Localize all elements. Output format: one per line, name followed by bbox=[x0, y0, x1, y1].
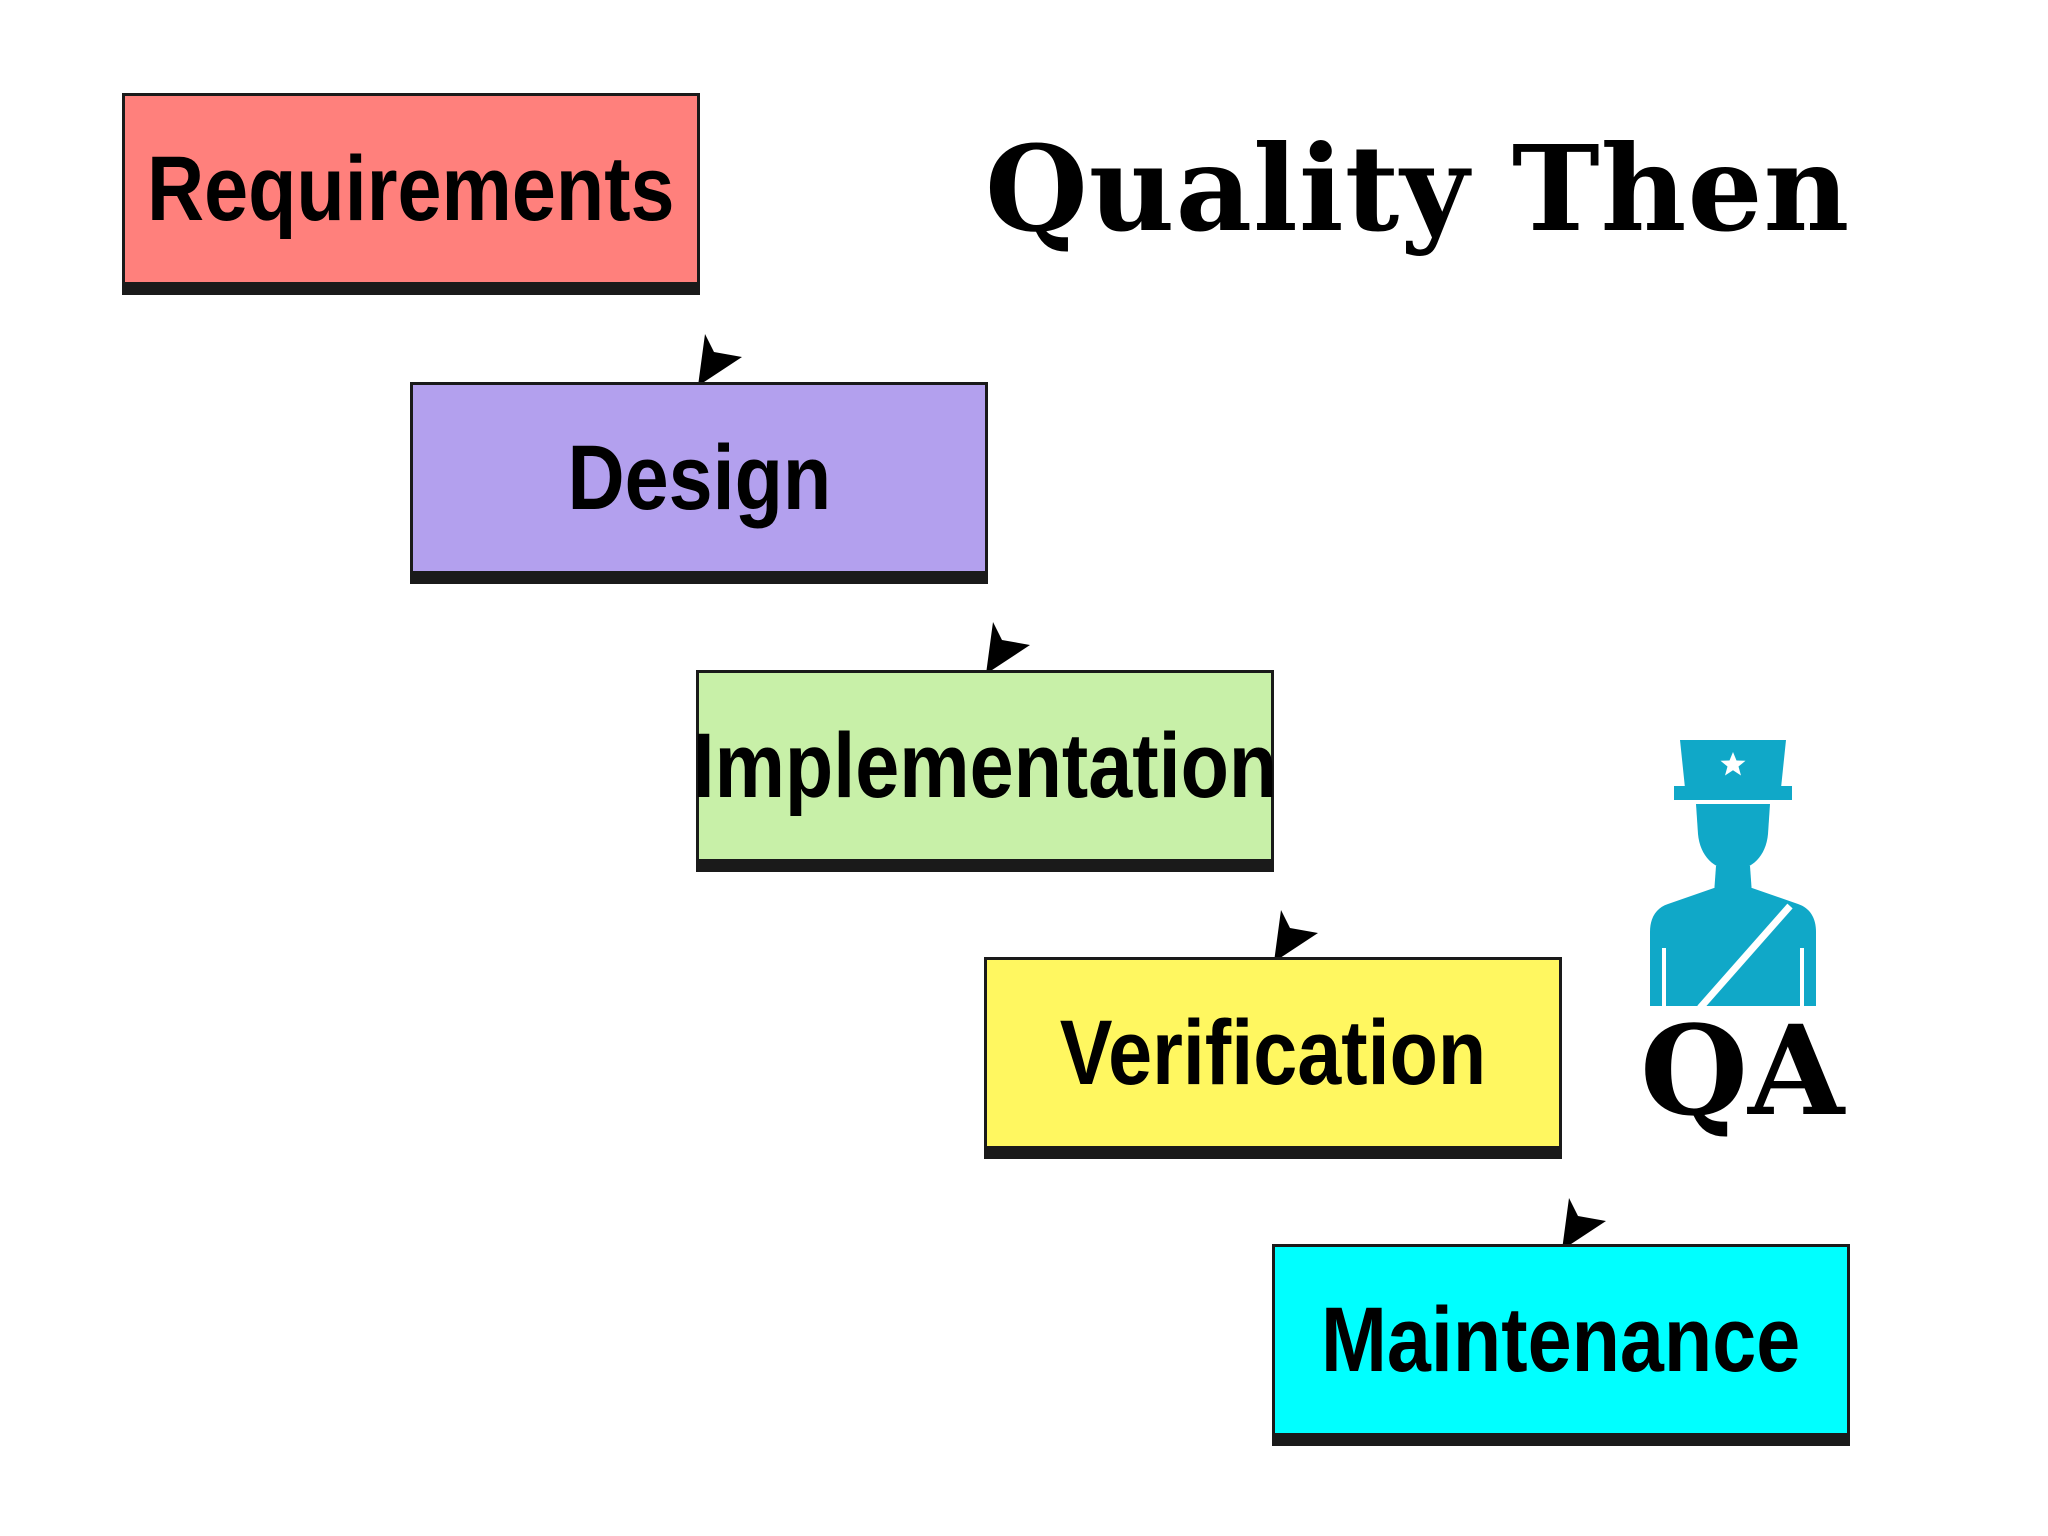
stage-label-verification: Verification bbox=[1059, 1002, 1487, 1104]
stage-verification: Verification bbox=[984, 957, 1562, 1149]
flow-arrow-icon bbox=[698, 334, 742, 386]
stage-requirements: Requirements bbox=[122, 93, 700, 285]
stage-maintenance: Maintenance bbox=[1272, 1244, 1850, 1436]
stage-implementation: Implementation bbox=[693, 670, 1277, 862]
diagram-title: Quality Then bbox=[985, 119, 1851, 258]
stage-label-design: Design bbox=[567, 427, 831, 529]
qa-label: QA bbox=[1640, 999, 1845, 1144]
stage-label-maintenance: Maintenance bbox=[1321, 1289, 1801, 1391]
stage-label-requirements: Requirements bbox=[147, 138, 675, 240]
security-officer-icon bbox=[1650, 740, 1816, 1006]
flow-arrow-icon bbox=[1562, 1198, 1606, 1250]
stage-label-implementation: Implementation bbox=[692, 715, 1278, 817]
flow-arrow-icon bbox=[1274, 910, 1318, 962]
stage-design: Design bbox=[410, 382, 988, 574]
flow-arrow-icon bbox=[986, 622, 1030, 674]
